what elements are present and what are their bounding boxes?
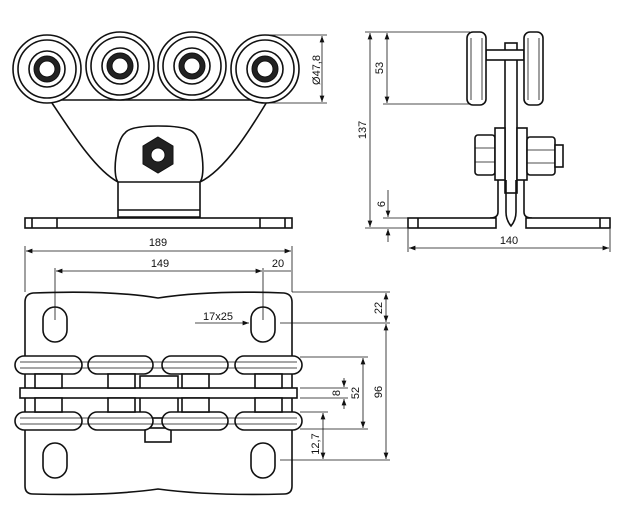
- wheel: [157, 31, 227, 101]
- side-view: 137 53 6 140: [357, 31, 611, 252]
- wheel: [12, 34, 82, 104]
- dim-hole-spacing: 149: [151, 258, 169, 270]
- wheel: [85, 31, 155, 101]
- dim-wheel-span: 52: [350, 387, 362, 399]
- dim-offset-12-7: 12,7: [310, 433, 322, 454]
- dim-hole-spacing-vertical: 96: [373, 386, 385, 398]
- dim-wheel-diameter: Ø47,8: [311, 55, 323, 85]
- dim-hole-top-offset: 22: [373, 302, 385, 314]
- bolt-head: [474, 134, 496, 176]
- wheels-front: [12, 31, 300, 104]
- shaft-plate: [19, 387, 298, 399]
- wheels-top-row: [14, 355, 303, 375]
- dim-plate-gap: 8: [331, 390, 343, 396]
- front-view: Ø47,8: [12, 31, 327, 229]
- nut-icon: [142, 136, 174, 174]
- dim-wheel-height: 53: [374, 62, 386, 74]
- dim-side-base-width: 140: [500, 235, 518, 247]
- top-view: 189 149 20 17x25 22 96 52 8 12,7: [14, 237, 390, 496]
- slot: [42, 442, 68, 479]
- dim-slot-size: 17x25: [203, 311, 233, 323]
- dim-hole-edge-offset: 20: [272, 258, 284, 270]
- base-plate: [24, 217, 293, 229]
- bolt-end: [144, 427, 172, 443]
- wheels-bottom-row: [14, 411, 303, 431]
- wheel: [230, 34, 300, 104]
- nut: [526, 136, 556, 176]
- dim-total-height: 137: [357, 121, 369, 139]
- dim-plate-thickness: 6: [376, 201, 388, 207]
- dim-base-length: 189: [149, 237, 167, 249]
- slot: [250, 442, 276, 479]
